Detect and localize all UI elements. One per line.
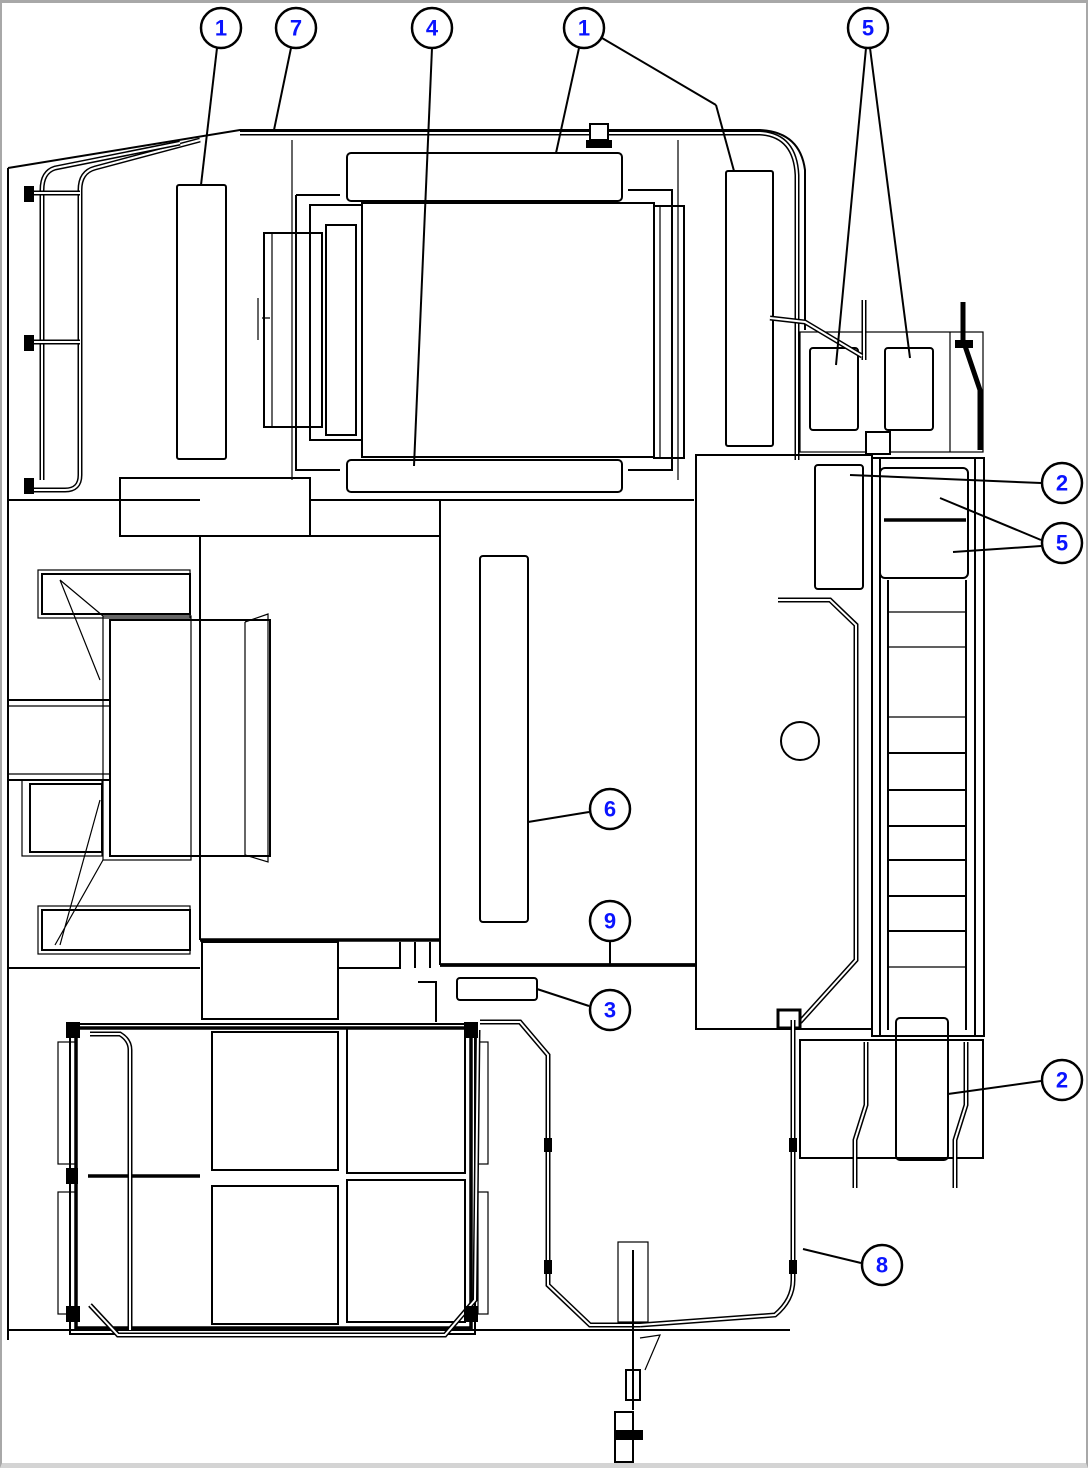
item-1-right-panel — [725, 170, 774, 447]
callout-9: 9 — [588, 899, 632, 943]
callout-6: 6 — [588, 787, 632, 831]
leader-lines — [200, 37, 1042, 1264]
callout-5-top: 5 — [846, 6, 890, 50]
callout-3: 3 — [588, 988, 632, 1032]
item-6-panel — [479, 555, 529, 923]
access-ladder — [871, 457, 985, 1037]
item-3-component — [456, 977, 538, 1001]
svg-text:2: 2 — [1056, 471, 1068, 496]
hydraulic-tank — [695, 454, 873, 1030]
svg-text:4: 4 — [426, 16, 439, 41]
battery-box-top — [769, 300, 984, 455]
svg-text:1: 1 — [578, 16, 590, 41]
cooler-grille — [57, 1022, 489, 1338]
item-1-left-panel — [176, 184, 227, 460]
svg-text:1: 1 — [215, 16, 227, 41]
svg-text:3: 3 — [604, 998, 616, 1023]
callout-1-left: 1 — [199, 6, 243, 50]
svg-text:5: 5 — [862, 16, 874, 41]
engine-radiator-assembly — [257, 140, 685, 493]
callout-7: 7 — [274, 6, 318, 50]
svg-text:6: 6 — [604, 797, 616, 822]
top-handrail — [240, 123, 800, 460]
rear-handrail — [480, 1019, 797, 1328]
callout-5-right: 5 — [1040, 521, 1084, 565]
ladder-rungs — [888, 611, 966, 968]
callout-2-upper: 2 — [1040, 461, 1084, 505]
battery-box-bottom — [799, 1017, 984, 1188]
svg-text:8: 8 — [876, 1253, 888, 1278]
svg-text:7: 7 — [290, 16, 302, 41]
callout-1-right: 1 — [562, 6, 606, 50]
svg-text:2: 2 — [1056, 1068, 1068, 1093]
air-cleaner-assembly — [21, 569, 271, 955]
boarding-ladder-tail — [614, 1241, 661, 1463]
callout-2-lower: 2 — [1040, 1058, 1084, 1102]
callout-8: 8 — [860, 1243, 904, 1287]
svg-text:5: 5 — [1056, 531, 1068, 556]
left-handrail — [24, 137, 201, 494]
callout-4: 4 — [410, 6, 454, 50]
svg-text:9: 9 — [604, 909, 616, 934]
